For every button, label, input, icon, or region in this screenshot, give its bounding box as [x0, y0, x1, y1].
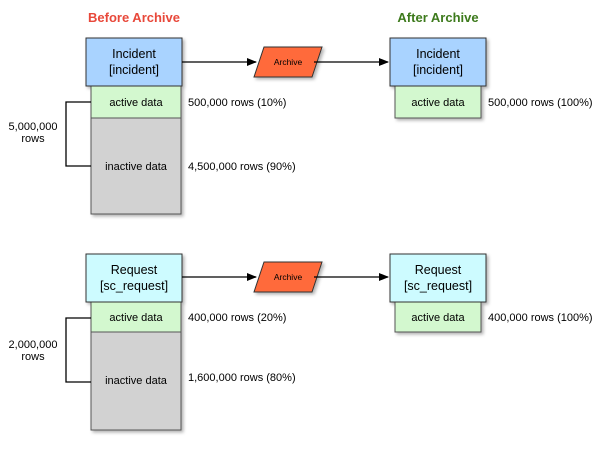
incident-before-table-name: [incident] [109, 63, 159, 77]
request-after-table-name: [sc_request] [404, 279, 472, 293]
incident-total-bracket [65, 101, 91, 167]
request-after-header-box [389, 253, 487, 303]
request-before-table-name: [sc_request] [100, 279, 168, 293]
request-archive-shape [253, 261, 323, 293]
incident-after-table [389, 37, 487, 119]
request-after-active-label: active data [411, 312, 465, 324]
request-inactive-label: inactive data [105, 375, 168, 387]
incident-archive-shape [253, 46, 323, 78]
incident-after-name: Incident [416, 47, 460, 61]
request-before-table [85, 253, 183, 431]
incident-inactive-rows: 4,500,000 rows (90%) [188, 161, 296, 173]
request-active-section [90, 301, 182, 333]
request-total-rows: 2,000,000 [9, 339, 58, 351]
incident-before-name: Incident [112, 47, 156, 61]
request-after-active-section [394, 301, 482, 333]
incident-inactive-section [90, 117, 182, 215]
request-inactive-rows: 1,600,000 rows (80%) [188, 372, 296, 384]
request-after-active-rows: 400,000 rows (100%) [488, 312, 593, 324]
incident-archive-label: Archive [274, 57, 303, 67]
request-header-box [85, 253, 183, 303]
incident-total-unit: rows [21, 133, 45, 145]
incident-active-label: active data [109, 97, 163, 109]
incident-active-rows: 500,000 rows (10%) [188, 97, 286, 109]
incident-after-table-name: [incident] [413, 63, 463, 77]
after-archive-header: After Archive [397, 10, 478, 25]
incident-total-rows: 5,000,000 [9, 121, 58, 133]
request-active-rows: 400,000 rows (20%) [188, 312, 286, 324]
request-after-table [389, 253, 487, 333]
request-after-name: Request [415, 263, 462, 277]
request-inactive-section [90, 331, 182, 431]
request-active-label: active data [109, 312, 163, 324]
request-before-name: Request [111, 263, 158, 277]
request-total-bracket [65, 317, 91, 383]
incident-active-section [90, 85, 182, 119]
incident-after-active-rows: 500,000 rows (100%) [488, 97, 593, 109]
incident-header-box [85, 37, 183, 87]
incident-after-active-label: active data [411, 97, 465, 109]
request-total-unit: rows [21, 351, 45, 363]
request-archive-label: Archive [274, 272, 303, 282]
incident-after-header-box [389, 37, 487, 87]
incident-inactive-label: inactive data [105, 161, 168, 173]
before-archive-header: Before Archive [88, 10, 180, 25]
incident-before-table [85, 37, 183, 215]
